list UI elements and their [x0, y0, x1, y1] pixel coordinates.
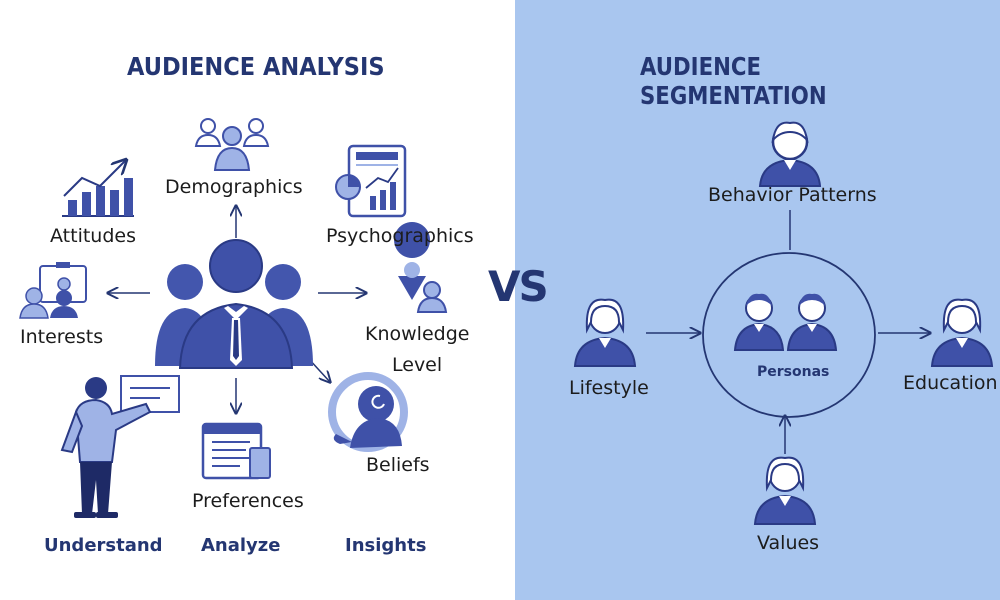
beliefs-icon — [328, 372, 408, 452]
psychographics-label: Psychographics — [326, 225, 474, 247]
knowledge-level-icon — [394, 222, 448, 313]
segmentation-title: AUDIENCE SEGMENTATION — [640, 52, 827, 110]
knowledge-label-line1: Knowledge — [365, 323, 470, 345]
group-people-icon — [155, 239, 313, 369]
versus-label: VS — [488, 262, 549, 311]
personas-label: Personas — [757, 364, 830, 380]
segmentation-arrows — [646, 210, 930, 454]
values-label: Values — [757, 532, 820, 554]
demographics-icon — [194, 118, 270, 171]
education-person-icon — [930, 298, 994, 367]
behavior-person-icon — [758, 121, 822, 187]
behavior-patterns-label: Behavior Patterns — [708, 184, 877, 206]
preferences-document-icon — [201, 422, 271, 480]
demographics-label: Demographics — [165, 176, 303, 198]
personas-icon — [733, 293, 838, 351]
attitudes-chart-icon — [62, 160, 134, 217]
footer-insights: Insights — [345, 535, 427, 556]
presenter-icon — [60, 375, 180, 518]
beliefs-label: Beliefs — [366, 454, 430, 476]
psychographics-tablet-icon — [335, 144, 407, 218]
interests-label: Interests — [20, 326, 104, 348]
preferences-label: Preferences — [192, 490, 304, 512]
lifestyle-person-icon — [573, 298, 637, 367]
education-label: Education — [903, 372, 998, 394]
footer-understand: Understand — [44, 535, 163, 556]
lifestyle-label: Lifestyle — [569, 377, 649, 399]
knowledge-label-line2: Level — [392, 354, 443, 376]
footer-analyze: Analyze — [201, 535, 281, 556]
interests-board-icon — [19, 262, 87, 319]
values-person-icon — [753, 456, 817, 525]
analysis-title: AUDIENCE ANALYSIS — [127, 52, 385, 81]
attitudes-label: Attitudes — [50, 225, 136, 247]
personas-circle — [702, 252, 876, 418]
